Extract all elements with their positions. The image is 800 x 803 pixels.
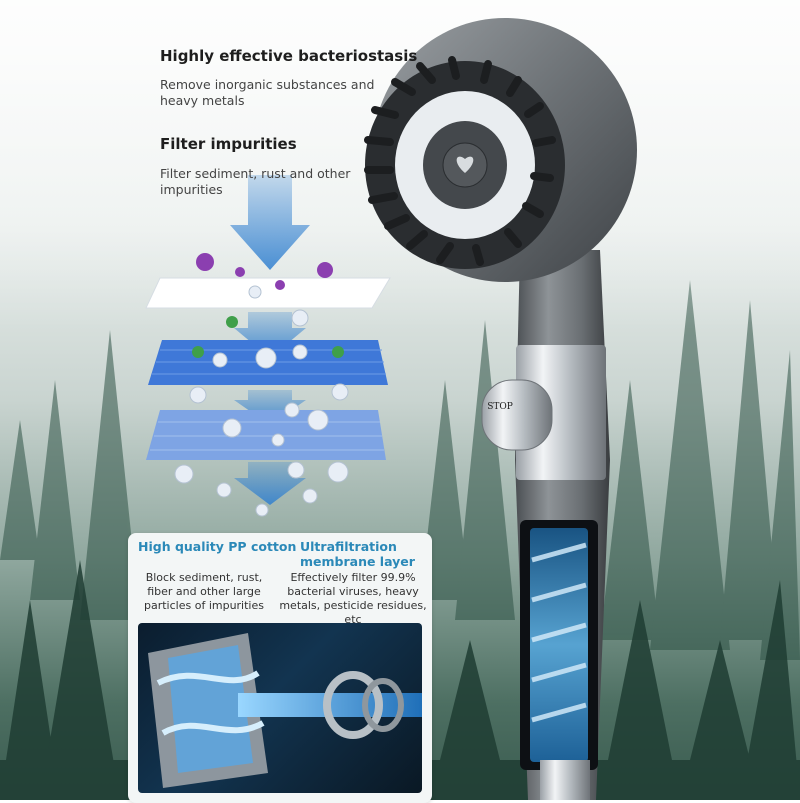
stop-button-label: STOP (487, 402, 513, 412)
feature-title-bacteriostasis: Highly effective bacteriostasis (160, 47, 418, 65)
filter-layers-illustration (145, 175, 391, 517)
feature-desc-filter-impurities: Filter sediment, rust and other impuriti… (160, 166, 351, 197)
ultrafiltration-desc: Effectively filter 99.9% bacterial virus… (279, 571, 427, 626)
pp-cotton-desc: Block sediment, rust, fiber and other la… (144, 571, 264, 612)
shower-head-product (364, 18, 637, 800)
ultrafiltration-title: Ultrafiltration membrane layer (300, 539, 415, 569)
filtration-info-card: High quality PP cotton Ultrafiltration m… (128, 533, 432, 803)
feature-title-filter-impurities: Filter impurities (160, 135, 297, 153)
filter-cartridge-photo (138, 623, 422, 793)
forest-background (0, 280, 800, 660)
pp-cotton-title: High quality PP cotton (138, 539, 297, 554)
feature-desc-bacteriostasis: Remove inorganic substances and heavy me… (160, 77, 375, 108)
